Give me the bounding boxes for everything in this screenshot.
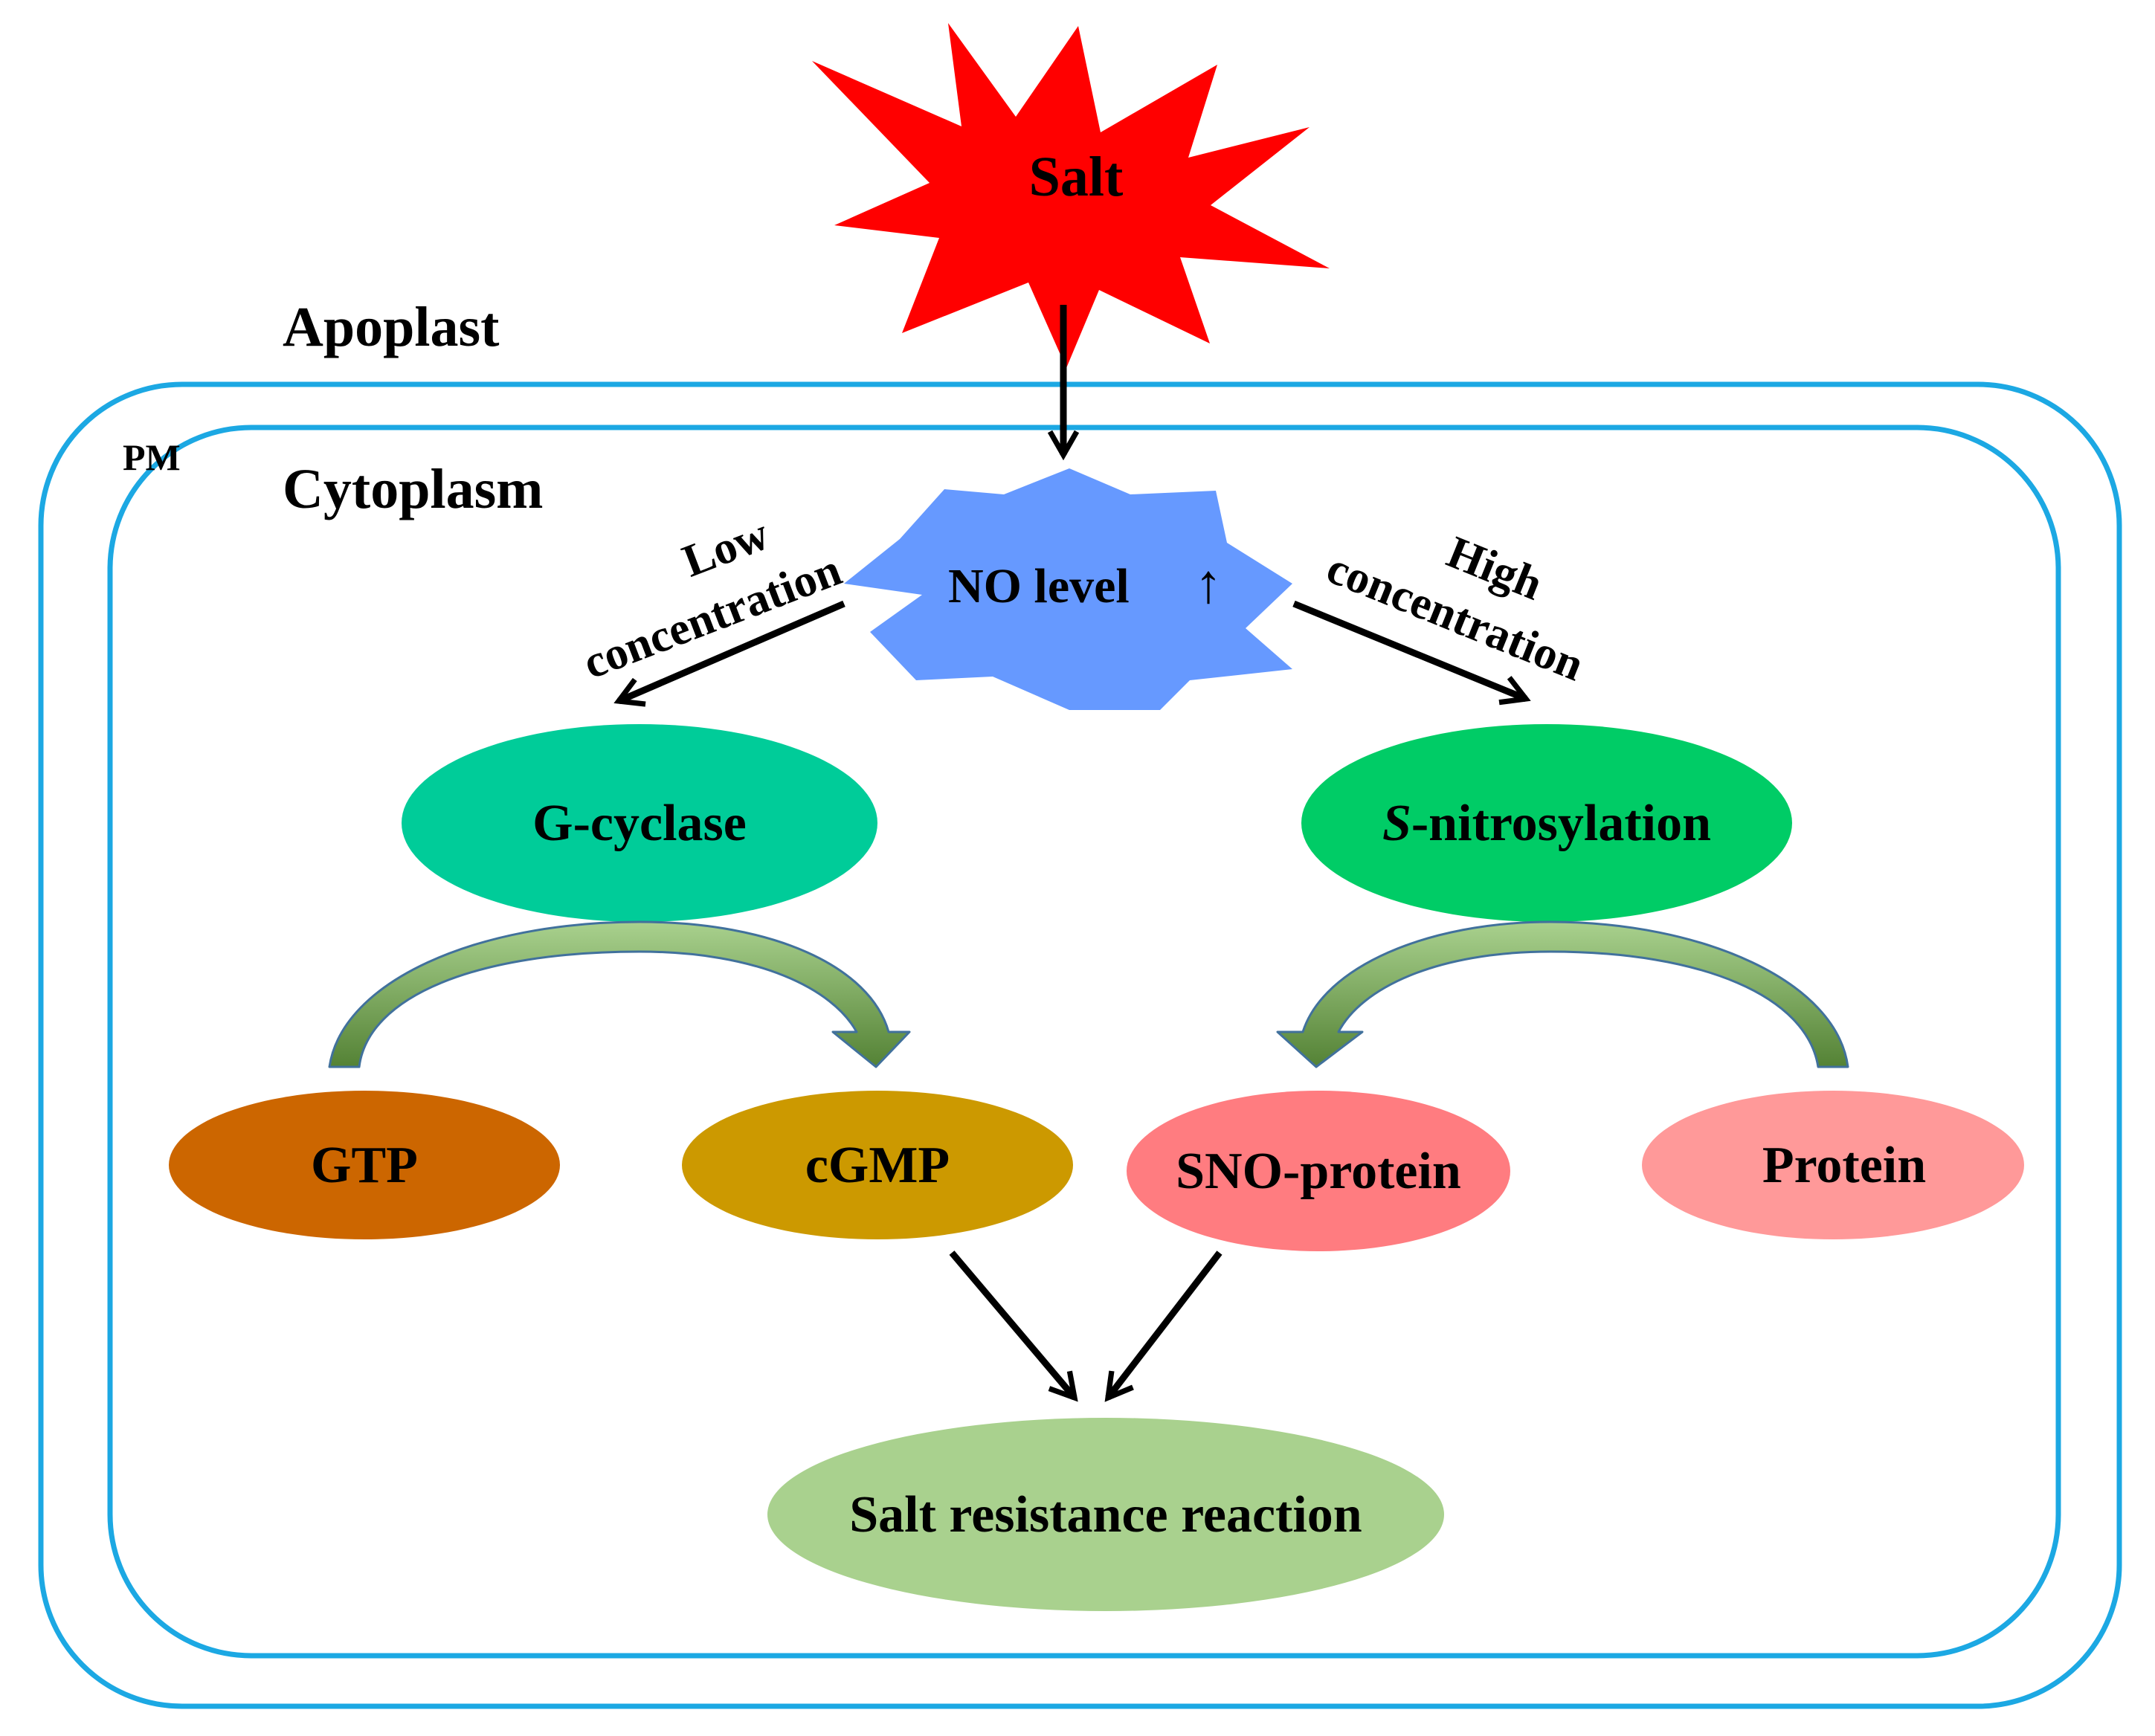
cgmp-node: cGMP [682,1091,1073,1239]
svg-text:Protein: Protein [1762,1137,1926,1194]
sno-protein-node: SNO-protein [1127,1091,1510,1251]
high-concentration-arrow [1292,600,1531,706]
g-cyclase-node: G-cyclase [402,724,877,922]
salt-resistance-node: Salt resistance reaction [767,1418,1444,1611]
inner-membrane [107,425,2061,1659]
no-level-up-arrow: ↑ [1195,554,1223,615]
salt-star: Salt [812,23,1330,368]
salt-label: Salt [1029,146,1124,208]
protein-to-sno-curved-arrow [1276,920,1849,1068]
cytoplasm-label: Cytoplasm [283,458,543,520]
svg-text:S-nitrosylation: S-nitrosylation [1382,795,1711,852]
svg-text:SNO-protein: SNO-protein [1176,1143,1461,1200]
low-concentration-arrow [613,600,845,707]
svg-text:G-cyclase: G-cyclase [532,795,747,852]
svg-text:cGMP: cGMP [805,1137,950,1194]
protein-node: Protein [1642,1091,2024,1239]
pm-label: PM [123,436,181,478]
gtp-to-cgmp-curved-arrow [328,920,911,1068]
s-nitrosylation-node: S-nitrosylation [1301,724,1792,922]
s-prefix: S [1382,795,1411,852]
no-level-star: NO level ↑ [844,468,1292,710]
high-concentration-label: High concentration [1320,527,1591,691]
low-concentration-label: Low concentration [576,509,848,689]
gtp-node: GTP [169,1091,560,1239]
no-level-label: NO level [948,559,1130,613]
nitrosylation-text: -nitrosylation [1411,795,1711,852]
cgmp-to-resistance-arrow [949,1251,1078,1402]
svg-text:GTP: GTP [311,1137,418,1194]
svg-text:Salt resistance reaction: Salt resistance reaction [849,1486,1362,1543]
outer-membrane [38,381,2122,1709]
apoplast-label: Apoplast [283,296,499,358]
sno-to-resistance-arrow [1104,1251,1223,1402]
